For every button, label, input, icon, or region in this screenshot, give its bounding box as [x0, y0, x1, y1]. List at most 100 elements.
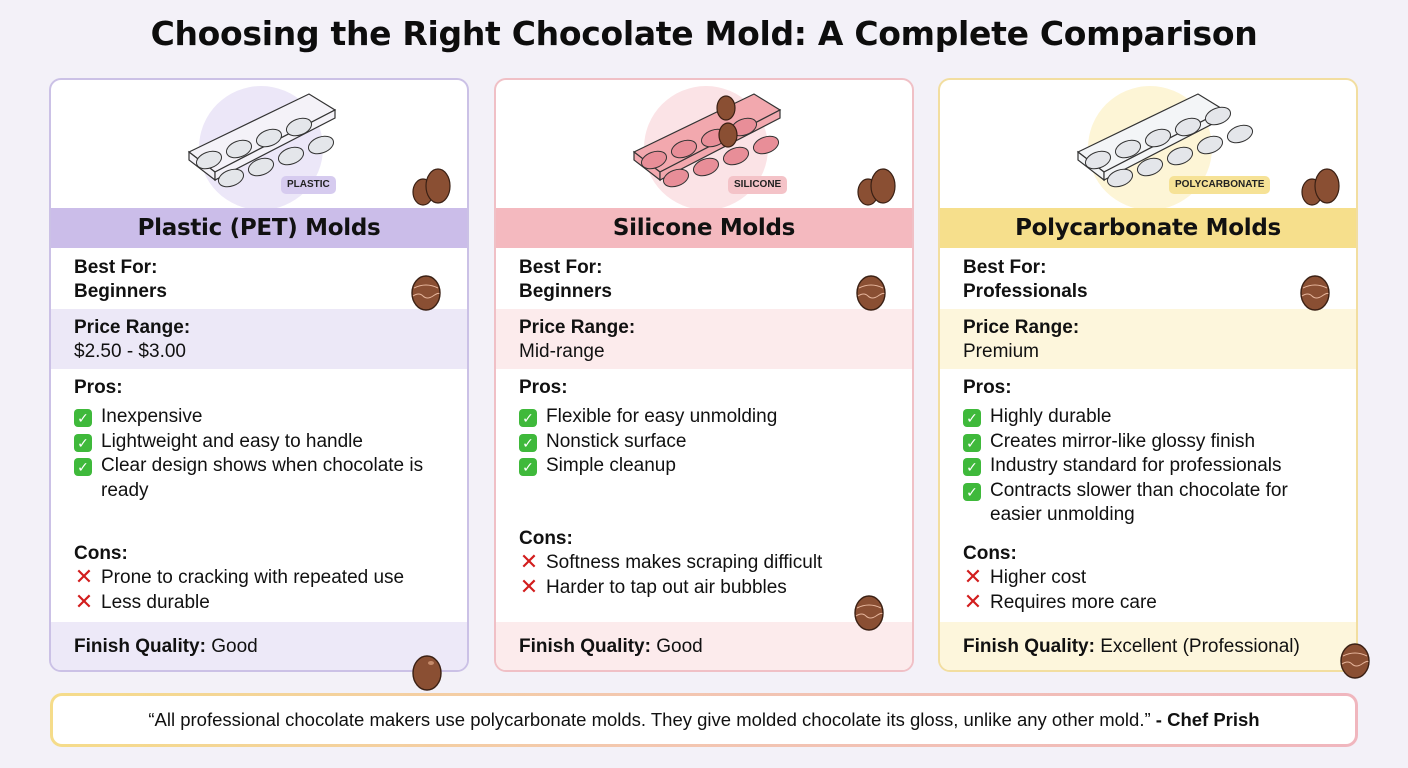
quote-attribution: - Chef Prish — [1155, 709, 1260, 730]
check-icon: ✓ — [963, 482, 981, 501]
mold-tray-icon — [632, 86, 896, 208]
cons-section: Cons: ✕Higher cost✕Requires more care — [940, 542, 1356, 615]
mold-tray-icon — [187, 86, 451, 208]
pros-section: Pros: ✓Inexpensive✓Lightweight and easy … — [51, 376, 467, 503]
pros-label: Pros: — [74, 377, 123, 398]
chocolate-egg-icon — [412, 655, 442, 691]
pro-item: ✓Highly durable — [963, 405, 1356, 430]
cons-section: Cons: ✕ Prone to cracking with repeated u… — [51, 542, 467, 615]
con-item: ✕ Harder to tap out air bubbles — [519, 573, 912, 601]
check-icon: ✓ — [963, 433, 981, 452]
price-range-label: Price Range: — [74, 317, 191, 338]
best-for-section: Best For: Professionals — [940, 256, 1356, 304]
cross-icon: ✕ — [519, 549, 539, 574]
con-text: Softness makes scraping difficult — [546, 552, 823, 573]
cross-icon: ✕ — [519, 573, 539, 599]
con-text: Prone to cracking with repeated use — [101, 567, 405, 588]
check-icon: ✓ — [74, 433, 92, 452]
check-icon: ✓ — [519, 458, 537, 476]
cons-list: ✕ Higher cost ✕ Requires more care — [963, 566, 1356, 615]
best-for-section: Best For: Beginners — [51, 256, 467, 304]
pro-item: ✓Inexpensive — [74, 405, 467, 430]
card-title: Plastic (PET) Molds — [51, 208, 467, 248]
decorated-egg-icon — [856, 275, 886, 311]
check-icon: ✓ — [519, 409, 537, 427]
con-text: Harder to tap out air bubbles — [546, 576, 787, 598]
card-polycarbonate: POLYCARBONATE Polycarbonate Molds Best F… — [938, 78, 1358, 672]
con-item: ✕ Higher cost — [963, 566, 1356, 591]
pro-text: Inexpensive — [101, 406, 203, 427]
pro-item: ✓Creates mirror-like glossy finish — [963, 430, 1356, 455]
check-icon: ✓ — [519, 433, 537, 452]
cons-list: ✕ Softness makes scraping difficult ✕ Harde… — [519, 551, 912, 600]
con-item: ✕ Requires more care — [963, 588, 1356, 616]
cons-label: Cons: — [74, 543, 128, 564]
best-for-value: Beginners — [519, 281, 612, 302]
quote-inner: “All professional chocolate makers use p… — [53, 696, 1355, 744]
finish-quality-value: Excellent (Professional) — [1100, 636, 1300, 657]
finish-quality-section: Finish Quality: Good — [51, 622, 467, 670]
best-for-label: Best For: — [519, 257, 603, 278]
pros-section: Pros: ✓Highly durable✓Creates mirror-lik… — [940, 376, 1356, 528]
cons-list: ✕ Prone to cracking with repeated use ✕ Les… — [74, 566, 467, 615]
price-range-section: Price Range: $2.50 - $3.00 — [51, 309, 467, 369]
pro-text: Nonstick surface — [546, 430, 687, 452]
check-icon: ✓ — [74, 458, 92, 476]
price-range-section: Price Range: Mid-range — [496, 309, 912, 369]
best-for-value: Beginners — [74, 281, 167, 302]
decorated-egg-icon — [854, 595, 884, 631]
quote-text: “All professional chocolate makers use p… — [148, 709, 1151, 730]
decorated-egg-icon — [1340, 643, 1370, 679]
con-text: Higher cost — [990, 567, 1087, 588]
cross-icon: ✕ — [74, 564, 94, 589]
finish-quality-section: Finish Quality: Excellent (Professional) — [940, 622, 1356, 670]
finish-quality-label: Finish Quality: — [519, 636, 651, 657]
material-tag: POLYCARBONATE — [1169, 176, 1271, 194]
price-range-value: $2.50 - $3.00 — [74, 341, 186, 362]
chocolate-eggs-icon — [857, 168, 896, 206]
cross-icon: ✕ — [963, 588, 983, 614]
pro-item: ✓Industry standard for professionals — [963, 454, 1356, 479]
pros-list: ✓Highly durable✓Creates mirror-like glos… — [963, 405, 1356, 528]
pro-text: Lightweight and easy to handle — [101, 430, 363, 452]
material-tag: SILICONE — [728, 176, 788, 194]
best-for-label: Best For: — [963, 257, 1047, 278]
pros-section: Pros: ✓Flexible for easy unmolding✓Nonst… — [496, 376, 912, 479]
check-icon: ✓ — [963, 458, 981, 476]
mold-tray-icon — [1076, 86, 1340, 208]
pro-text: Highly durable — [990, 406, 1112, 427]
pros-list: ✓Flexible for easy unmolding✓Nonstick su… — [519, 405, 912, 479]
finish-quality-value: Good — [656, 636, 703, 657]
finish-quality-section: Finish Quality: Good — [496, 622, 912, 670]
card-silicone: SILICONE Silicone Molds Best For: Beginn… — [494, 78, 914, 672]
con-text: Less durable — [101, 591, 210, 613]
con-item: ✕ Prone to cracking with repeated use — [74, 566, 467, 591]
card-plastic: PLASTIC Plastic (PET) Molds Best For: Be… — [49, 78, 469, 672]
con-item: ✕ Less durable — [74, 588, 467, 616]
mold-illustration: POLYCARBONATE — [940, 80, 1356, 208]
material-tag: PLASTIC — [281, 176, 336, 194]
pro-item: ✓Contracts slower than chocolate for eas… — [963, 479, 1356, 528]
pro-item: ✓ Nonstick surface — [519, 430, 912, 455]
decorated-egg-icon — [411, 275, 441, 311]
card-title: Polycarbonate Molds — [940, 208, 1356, 248]
chocolate-eggs-icon — [412, 168, 451, 206]
page-title: Choosing the Right Chocolate Mold: A Com… — [150, 14, 1258, 53]
pros-label: Pros: — [519, 377, 568, 398]
cross-icon: ✕ — [74, 588, 94, 614]
pro-item: ✓ Clear design shows when chocolate is re… — [74, 454, 467, 503]
decorated-egg-icon — [1300, 275, 1330, 311]
finish-quality-label: Finish Quality: — [74, 636, 206, 657]
con-text: Requires more care — [990, 591, 1157, 613]
best-for-label: Best For: — [74, 257, 158, 278]
mold-illustration: SILICONE — [496, 80, 912, 208]
pro-text: Clear design shows when chocolate is rea… — [101, 455, 424, 501]
con-item: ✕ Softness makes scraping difficult — [519, 551, 912, 576]
pro-text: Simple cleanup — [546, 455, 676, 476]
chocolate-eggs-icon — [1301, 168, 1340, 206]
cross-icon: ✕ — [963, 564, 983, 589]
quote-box: “All professional chocolate makers use p… — [50, 693, 1358, 747]
cons-label: Cons: — [519, 528, 573, 549]
cons-section: Cons: ✕ Softness makes scraping difficult… — [496, 527, 912, 600]
best-for-section: Best For: Beginners — [496, 256, 912, 304]
